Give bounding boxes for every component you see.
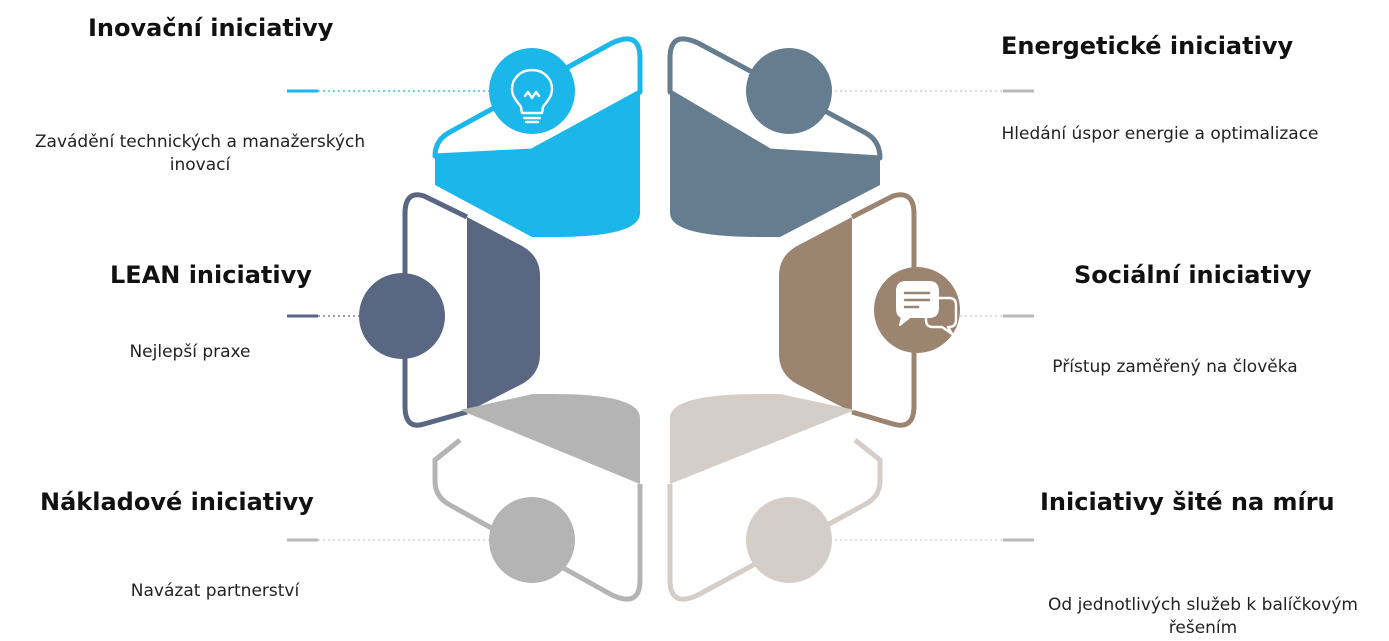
node-circle-lean — [359, 273, 445, 359]
description-cost: Navázat partnerství — [130, 581, 300, 601]
petal-cost — [432, 394, 643, 602]
lightbulb-icon — [510, 68, 554, 124]
node-circle-cost — [489, 497, 575, 583]
description-custom: Od jednotlivých služeb k balíčkovým řeše… — [1048, 595, 1358, 639]
node-circle-custom — [746, 497, 832, 583]
petal-energy — [667, 36, 883, 237]
title-energy: Energetické iniciativy — [1001, 32, 1294, 60]
title-cost: Nákladové iniciativy — [40, 488, 314, 516]
petal-innovation — [432, 36, 643, 237]
title-lean: LEAN iniciativy — [110, 261, 312, 289]
description-innovation: Zavádění technických a manažerských inov… — [34, 132, 366, 176]
title-custom: Iniciativy šité na míru — [1040, 488, 1335, 516]
title-social: Sociální iniciativy — [1074, 261, 1312, 289]
speech-bubbles-icon — [896, 281, 958, 336]
title-innovation: Inovační iniciativy — [88, 14, 334, 42]
node-circle-energy — [746, 48, 832, 134]
description-energy: Hledání úspor energie a optimalizace — [1001, 124, 1319, 144]
petal-custom — [667, 394, 883, 602]
node-circle-innovation — [489, 48, 575, 134]
description-social: Přístup zaměřený na člověka — [1052, 357, 1298, 377]
description-lean: Nejlepší praxe — [129, 342, 251, 362]
